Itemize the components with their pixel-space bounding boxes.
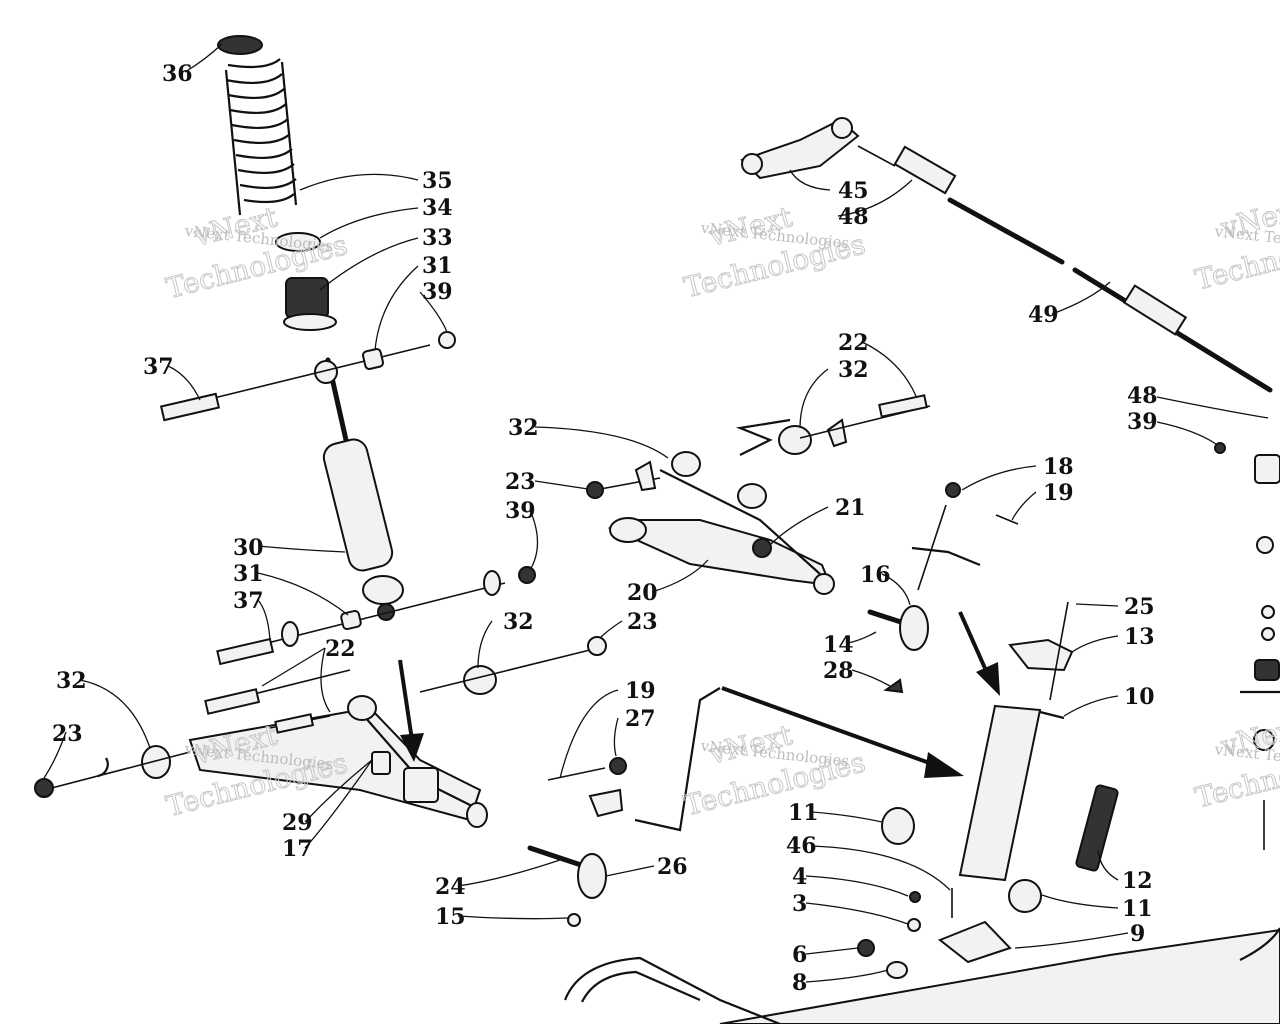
callout-3: 3 <box>792 891 807 917</box>
callout-10: 10 <box>1124 684 1155 710</box>
callout-23: 23 <box>52 721 83 747</box>
callout-23c: 23 <box>627 609 658 635</box>
callout-31b: 31 <box>233 561 264 587</box>
callout-49: 49 <box>1028 302 1059 328</box>
callout-37: 37 <box>143 354 174 380</box>
callout-29: 29 <box>282 810 313 836</box>
callout-33: 33 <box>422 225 453 251</box>
callout-39: 39 <box>422 279 453 305</box>
assembly-arrows <box>398 611 1000 778</box>
callout-12: 12 <box>1122 868 1153 894</box>
callout-18: 18 <box>1043 454 1074 480</box>
callout-24: 24 <box>435 874 466 900</box>
callout-48: 48 <box>838 204 869 230</box>
callout-26: 26 <box>657 854 688 880</box>
lower-a-arm <box>34 636 627 927</box>
callout-32b: 32 <box>508 415 539 441</box>
callout-39c: 39 <box>1127 409 1158 435</box>
callout-30: 30 <box>233 535 264 561</box>
callout-46: 46 <box>786 833 817 859</box>
upper-a-arm <box>586 394 1019 694</box>
callout-48b: 48 <box>1127 383 1158 409</box>
callout-27: 27 <box>625 706 656 732</box>
callout-32d: 32 <box>838 357 869 383</box>
leader-lines <box>43 43 1269 983</box>
callout-19: 19 <box>625 678 656 704</box>
callout-11b: 11 <box>1122 896 1153 922</box>
ski <box>563 927 1280 1024</box>
callout-13: 13 <box>1124 624 1155 650</box>
tie-rod <box>634 687 721 832</box>
callout-4: 4 <box>792 864 807 890</box>
shock-spring-assembly <box>159 35 536 666</box>
callout-20: 20 <box>627 580 658 606</box>
callout-34: 34 <box>422 195 453 221</box>
callout-14: 14 <box>823 632 854 658</box>
callout-11: 11 <box>788 800 819 826</box>
callout-32: 32 <box>56 668 87 694</box>
callout-19b: 19 <box>1043 480 1074 506</box>
callout-17: 17 <box>282 836 313 862</box>
steering-shaft <box>740 117 1280 850</box>
callout-36: 36 <box>162 61 193 87</box>
callout-35: 35 <box>422 168 453 194</box>
callout-6: 6 <box>792 942 807 968</box>
spindle <box>857 601 1119 979</box>
callout-23b: 23 <box>505 469 536 495</box>
callout-31: 31 <box>422 253 453 279</box>
callout-8: 8 <box>792 970 807 996</box>
callout-15: 15 <box>435 904 466 930</box>
callout-22: 22 <box>325 636 356 662</box>
coil-spring <box>224 58 298 216</box>
callout-numbers: 36 35 34 33 31 39 37 30 31 37 22 32 23 2… <box>52 61 1158 996</box>
callout-37b: 37 <box>233 588 264 614</box>
callout-16: 16 <box>860 562 891 588</box>
callout-21: 21 <box>835 495 866 521</box>
callout-28: 28 <box>823 658 854 684</box>
callout-45: 45 <box>838 178 869 204</box>
callout-39b: 39 <box>505 498 536 524</box>
callout-22b: 22 <box>838 330 869 356</box>
callout-32c: 32 <box>503 609 534 635</box>
callout-25: 25 <box>1124 594 1155 620</box>
callout-9: 9 <box>1130 921 1145 947</box>
